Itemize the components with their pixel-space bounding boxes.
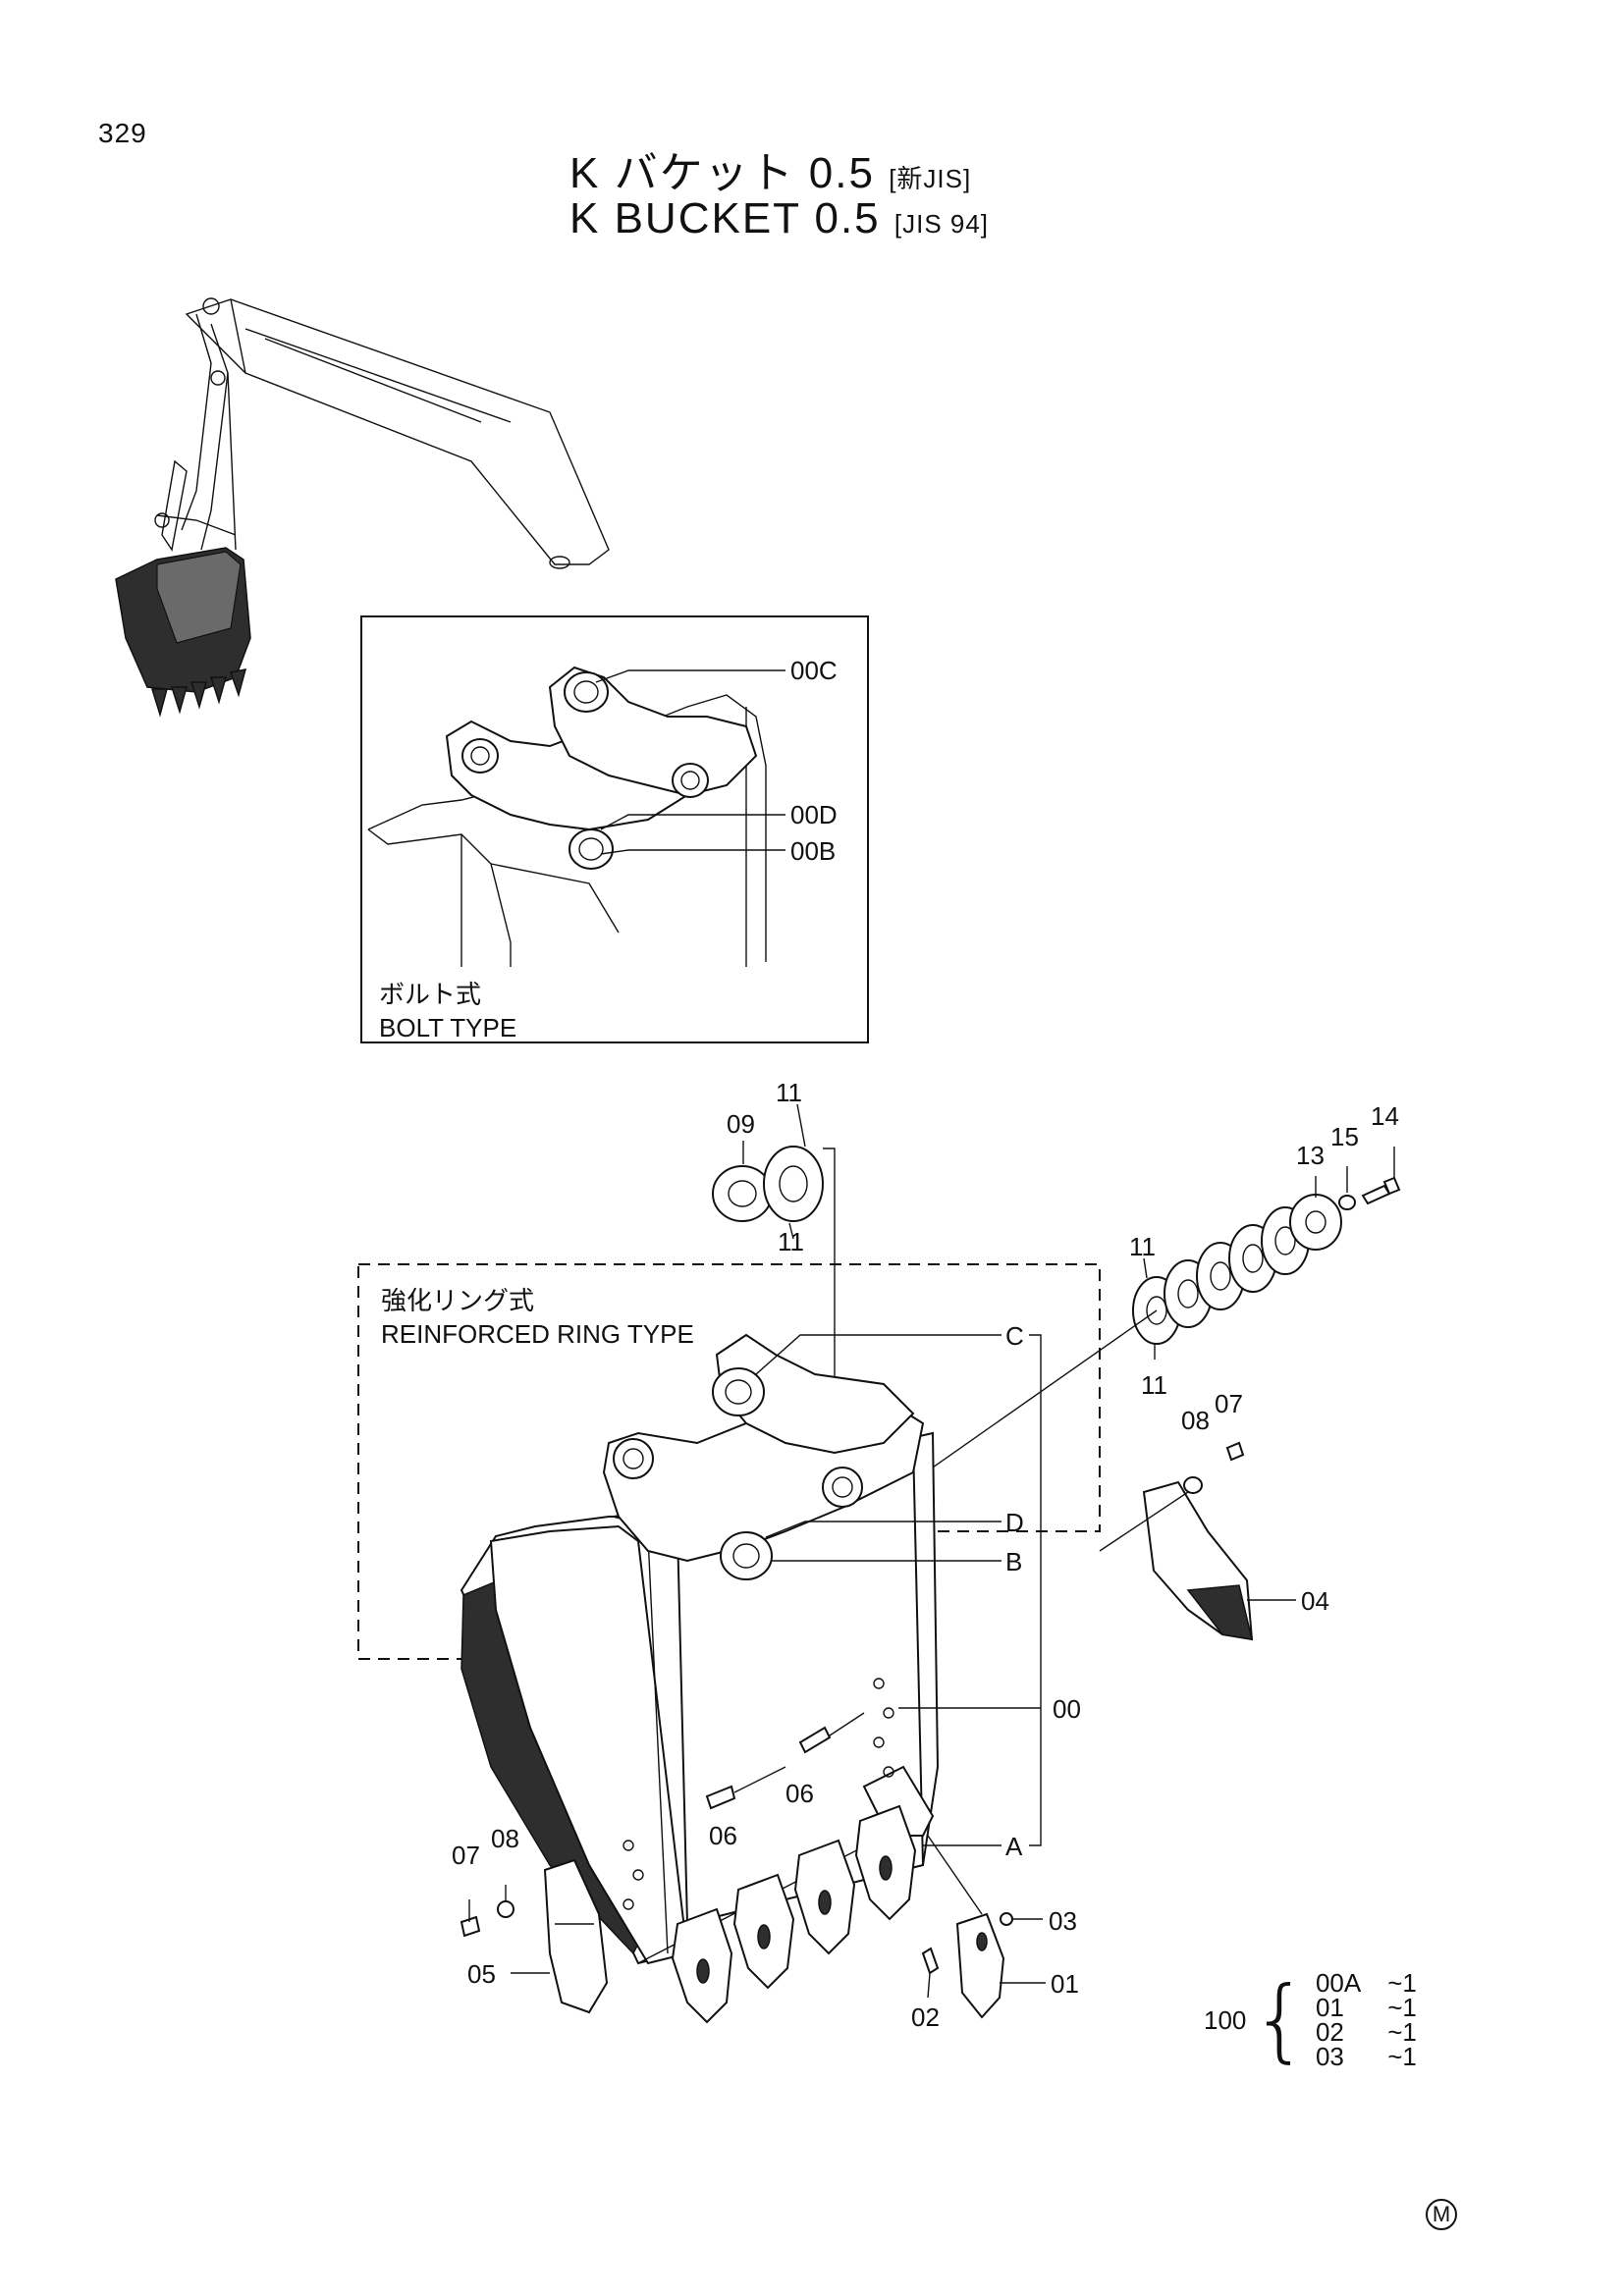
ring-type-caption: 強化リング式 REINFORCED RING TYPE bbox=[381, 1284, 694, 1351]
label-00d: 00D bbox=[790, 800, 838, 829]
bolt-type-caption-en: BOLT TYPE bbox=[379, 1013, 517, 1042]
bolt-type-caption-jp: ボルト式 bbox=[379, 980, 482, 1009]
kit-composition: 100 { 00A ~1 01 ~1 02 ~1 03 ~1 bbox=[1203, 1967, 1418, 2072]
title-japanese-sub: [新JIS] bbox=[889, 164, 972, 193]
title-english-main: K BUCKET 0.5 bbox=[569, 194, 881, 242]
page-number: 329 bbox=[98, 118, 147, 148]
kit-item-part: 02 bbox=[1315, 2017, 1344, 2047]
title-english-sub: [JIS 94] bbox=[893, 209, 990, 239]
kit-item-qty: ~1 bbox=[1387, 2042, 1417, 2071]
label-part-05: 05 bbox=[467, 1959, 496, 1989]
label-part-08-right: 08 bbox=[1181, 1406, 1210, 1435]
ring-type-caption-jp: 強化リング式 bbox=[381, 1286, 535, 1315]
title-japanese: K バケット 0.5 [新JIS] bbox=[569, 137, 971, 200]
kit-item-qty: ~1 bbox=[1387, 2017, 1417, 2047]
kit-item-part: 01 bbox=[1315, 1993, 1344, 2022]
label-ref-a: A bbox=[1005, 1832, 1023, 1861]
label-part-13: 13 bbox=[1296, 1141, 1325, 1170]
excavator-boom-overview bbox=[115, 297, 610, 718]
label-part-15: 15 bbox=[1330, 1122, 1359, 1151]
bucket-main-drawing bbox=[460, 1333, 1042, 2024]
ring-type-dashed-frame bbox=[357, 1263, 1101, 1660]
label-part-07-left: 07 bbox=[452, 1841, 480, 1870]
label-part-01: 01 bbox=[1051, 1969, 1079, 1999]
label-ref-d: D bbox=[1005, 1508, 1024, 1537]
label-ref-b: B bbox=[1005, 1547, 1023, 1576]
label-part-07-right: 07 bbox=[1215, 1389, 1243, 1418]
label-part-06-b: 06 bbox=[709, 1821, 737, 1850]
bolt-type-caption: ボルト式 BOLT TYPE bbox=[379, 978, 516, 1044]
title-english: K BUCKET 0.5 [JIS 94] bbox=[569, 194, 989, 243]
ring-washer-set-right bbox=[883, 1147, 1401, 1503]
ring-type-caption-en: REINFORCED RING TYPE bbox=[381, 1319, 694, 1349]
label-00c: 00C bbox=[790, 656, 838, 685]
tooth-point-detail bbox=[921, 1835, 1046, 2019]
label-part-03: 03 bbox=[1049, 1906, 1077, 1936]
label-part-08-left: 08 bbox=[491, 1824, 519, 1853]
label-part-02: 02 bbox=[911, 2002, 940, 2032]
label-part-06-a: 06 bbox=[785, 1779, 814, 1808]
label-part-04: 04 bbox=[1301, 1586, 1329, 1616]
bucket-teeth bbox=[671, 1804, 917, 2024]
label-part-11-right-lower: 11 bbox=[1141, 1370, 1167, 1400]
kit-table: 100 { 00A ~1 01 ~1 02 ~1 03 ~1 bbox=[1203, 1967, 1418, 2072]
kit-item-qty: ~1 bbox=[1387, 1968, 1417, 1998]
ring-washer-set-top bbox=[712, 1103, 836, 1502]
bolt-type-bucket-detail bbox=[367, 666, 785, 967]
side-protector-left bbox=[460, 1858, 609, 2014]
title-japanese-main: K バケット 0.5 bbox=[569, 149, 875, 197]
kit-total-cell: 100 bbox=[1203, 1971, 1250, 2069]
label-part-09: 09 bbox=[727, 1109, 755, 1139]
kit-item-part: 00A bbox=[1315, 1968, 1362, 1998]
label-00b: 00B bbox=[790, 836, 837, 866]
bolt-type-inset-frame bbox=[360, 615, 869, 1043]
kit-item-part: 03 bbox=[1315, 2042, 1344, 2071]
maker-mark: M bbox=[1426, 2199, 1457, 2230]
label-part-11-top-lower: 11 bbox=[778, 1227, 804, 1256]
kit-item-qty: ~1 bbox=[1387, 1993, 1417, 2022]
side-protector-right bbox=[1099, 1441, 1296, 1641]
label-part-00: 00 bbox=[1053, 1694, 1081, 1724]
label-ref-c: C bbox=[1005, 1321, 1024, 1351]
label-part-11-top: 11 bbox=[776, 1078, 802, 1107]
label-part-11-right: 11 bbox=[1129, 1232, 1156, 1261]
kit-total: 100 bbox=[1204, 2004, 1247, 2035]
label-part-14: 14 bbox=[1371, 1101, 1399, 1131]
kit-brace: { bbox=[1251, 1967, 1309, 2072]
